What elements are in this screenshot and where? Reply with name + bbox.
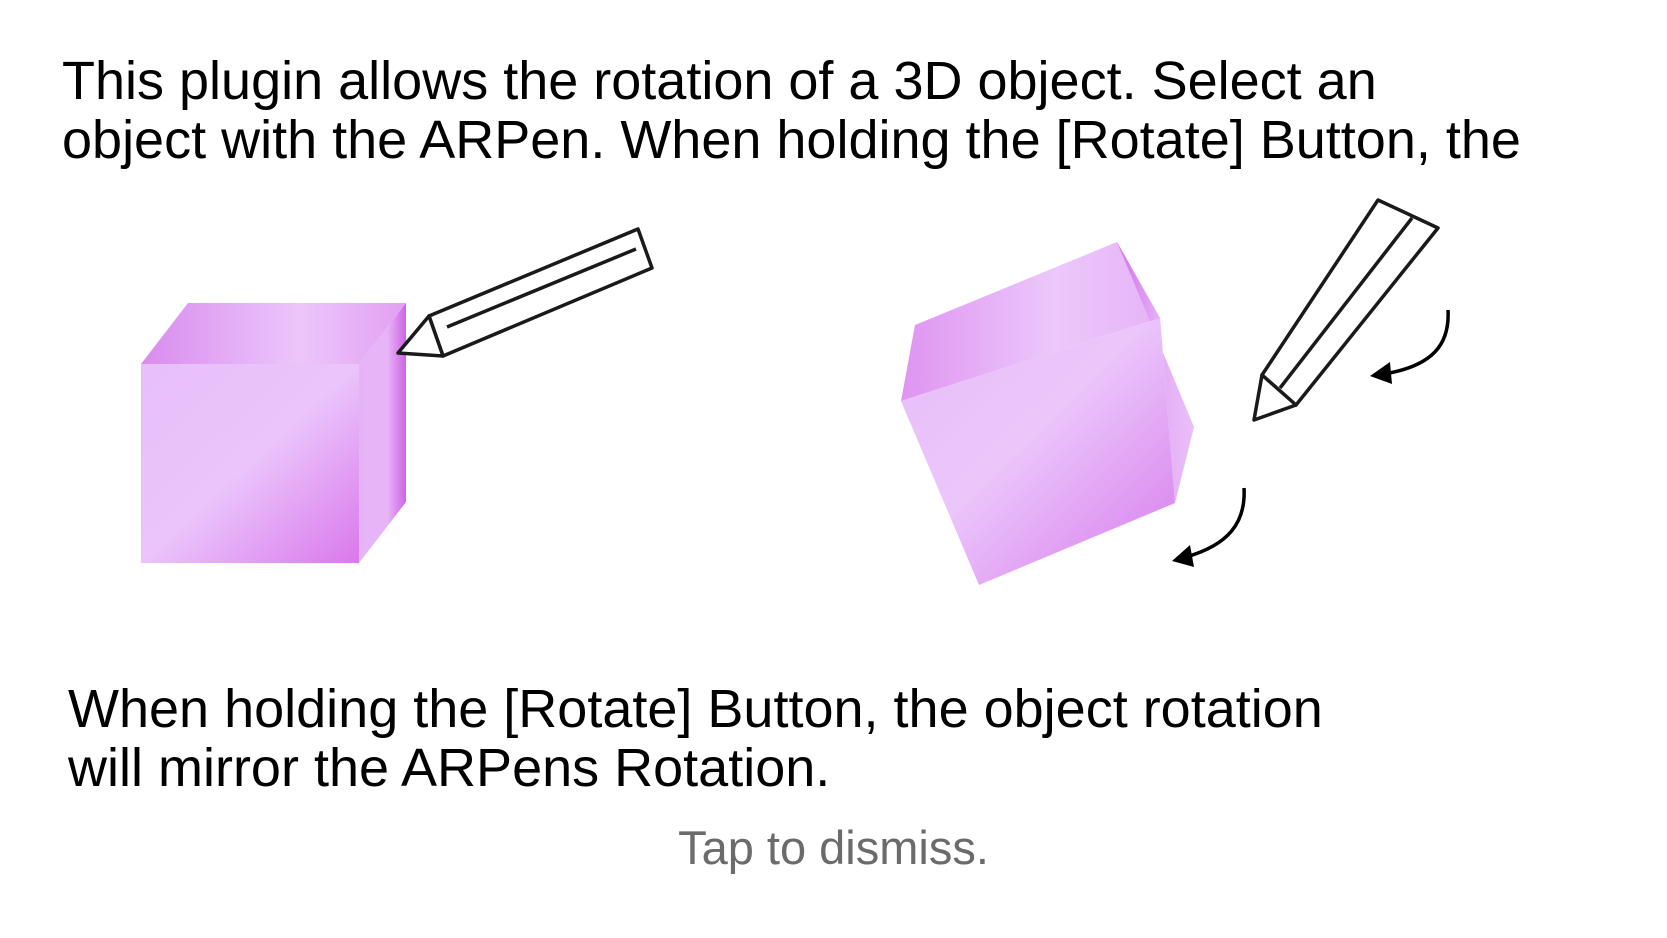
- dismiss-hint[interactable]: Tap to dismiss.: [678, 821, 989, 874]
- rotation-line-1: When holding the [Rotate] Button, the ob…: [68, 679, 1323, 739]
- cube-icon: [141, 303, 406, 563]
- rotation-line-2: will mirror the ARPens Rotation.: [68, 738, 831, 798]
- arpen-icon: [1252, 198, 1440, 422]
- rotation-text: When holding the [Rotate] Button, the ob…: [68, 680, 1648, 798]
- intro-text: This plugin allows the rotation of a 3D …: [62, 52, 1662, 170]
- arpen-icon: [396, 227, 654, 358]
- cube-icon: [901, 242, 1194, 585]
- intro-line-2: object with the ARPen. When holding the …: [62, 110, 1521, 170]
- rotation-arrow-icon: [1370, 309, 1450, 384]
- rotation-arrow-icon: [1172, 487, 1246, 567]
- intro-line-1: This plugin allows the rotation of a 3D …: [62, 51, 1377, 111]
